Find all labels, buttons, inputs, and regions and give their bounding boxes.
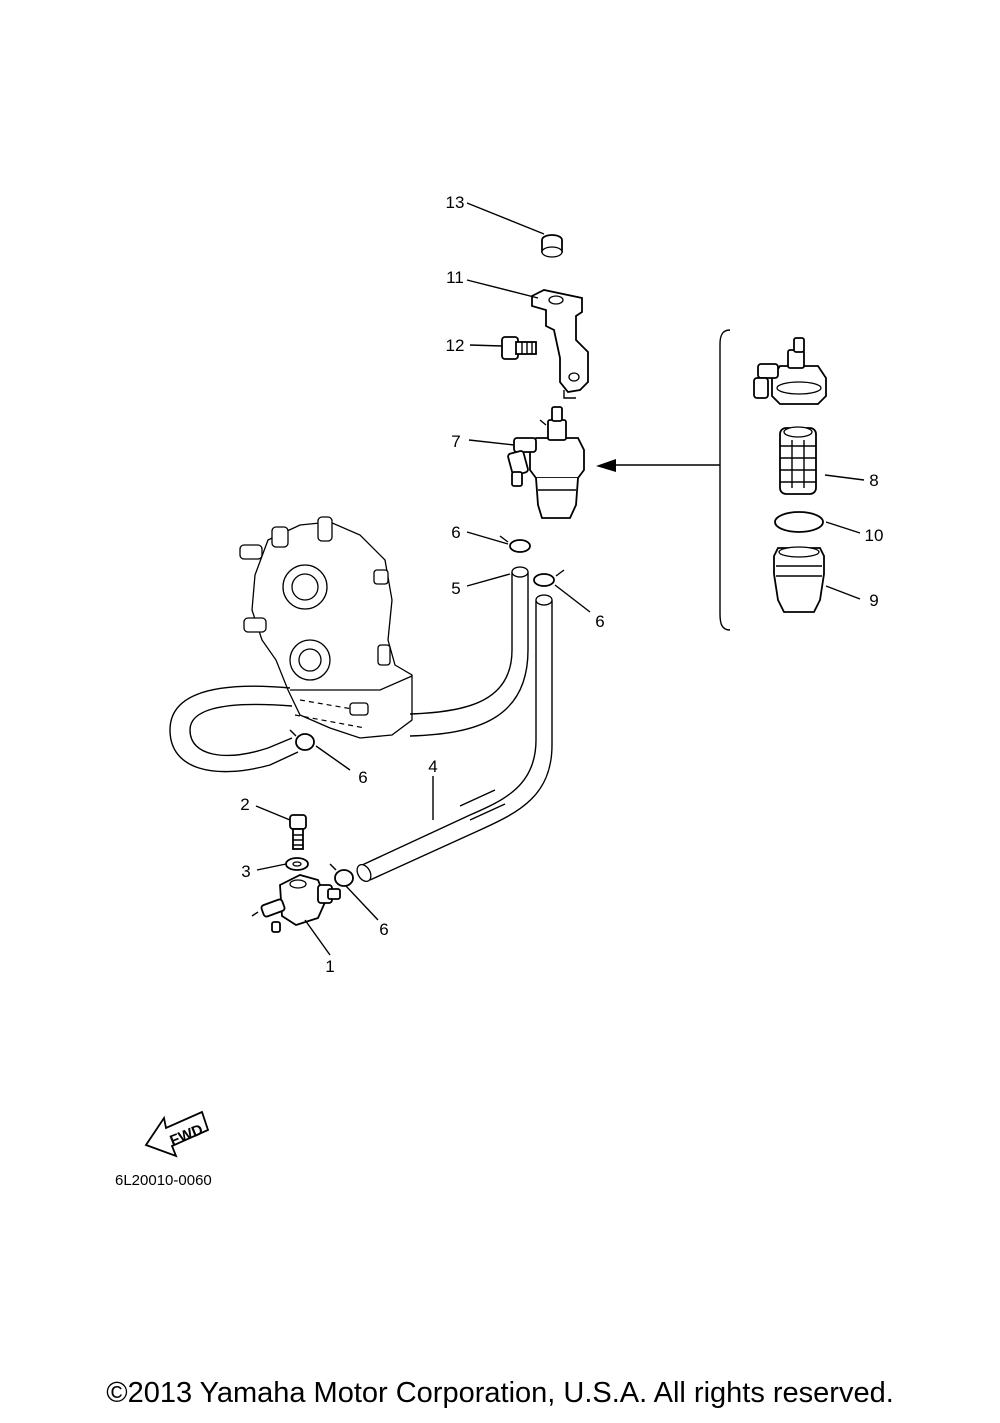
callout-2: 2 xyxy=(240,795,249,814)
callout-1: 1 xyxy=(325,957,334,976)
callout-12: 12 xyxy=(446,336,465,355)
hose-clip-6-a xyxy=(499,535,531,553)
fuel-hose-5 xyxy=(169,566,529,773)
callout-labels: 13 11 12 7 8 10 9 6 5 6 6 4 2 3 6 1 xyxy=(240,193,883,976)
leader-lines xyxy=(255,202,865,956)
callout-9: 9 xyxy=(869,591,878,610)
bolt-12 xyxy=(501,336,537,360)
hose-clip-6-d xyxy=(329,863,354,887)
filter-cup-9 xyxy=(773,546,825,613)
fwd-arrow-icon: FWD xyxy=(144,1110,210,1158)
callout-5: 5 xyxy=(451,579,460,598)
fuel-hose-4 xyxy=(356,594,553,883)
callout-6-b: 6 xyxy=(595,612,604,631)
callout-11: 11 xyxy=(446,268,464,287)
callout-3: 3 xyxy=(241,862,250,881)
callout-8: 8 xyxy=(869,471,878,490)
callout-6-d: 6 xyxy=(379,920,388,939)
callout-6-c: 6 xyxy=(358,768,367,787)
washer-3 xyxy=(285,857,309,871)
callout-7: 7 xyxy=(451,432,460,451)
callout-4: 4 xyxy=(428,757,437,776)
drawing-code: 6L20010-0060 xyxy=(115,1172,212,1189)
hose-clip-6-b xyxy=(533,569,565,587)
hose-clip-6-c xyxy=(289,729,315,751)
callout-10: 10 xyxy=(865,526,884,545)
bolt-2 xyxy=(289,814,307,850)
nut-13 xyxy=(541,234,563,258)
callout-13: 13 xyxy=(446,193,465,212)
filter-cup-top-detail xyxy=(753,337,827,405)
callout-6-a: 6 xyxy=(451,523,460,542)
filter-detail-bracket xyxy=(596,329,731,631)
o-ring-10 xyxy=(774,511,824,533)
fuel-filter-7 xyxy=(507,406,585,519)
fuel-joint-1 xyxy=(251,874,341,933)
copyright-notice: ©2013 Yamaha Motor Corporation, U.S.A. A… xyxy=(106,1377,894,1409)
bracket-11 xyxy=(531,289,589,399)
carburetor-assembly xyxy=(239,516,413,739)
filter-element-8 xyxy=(779,426,817,495)
